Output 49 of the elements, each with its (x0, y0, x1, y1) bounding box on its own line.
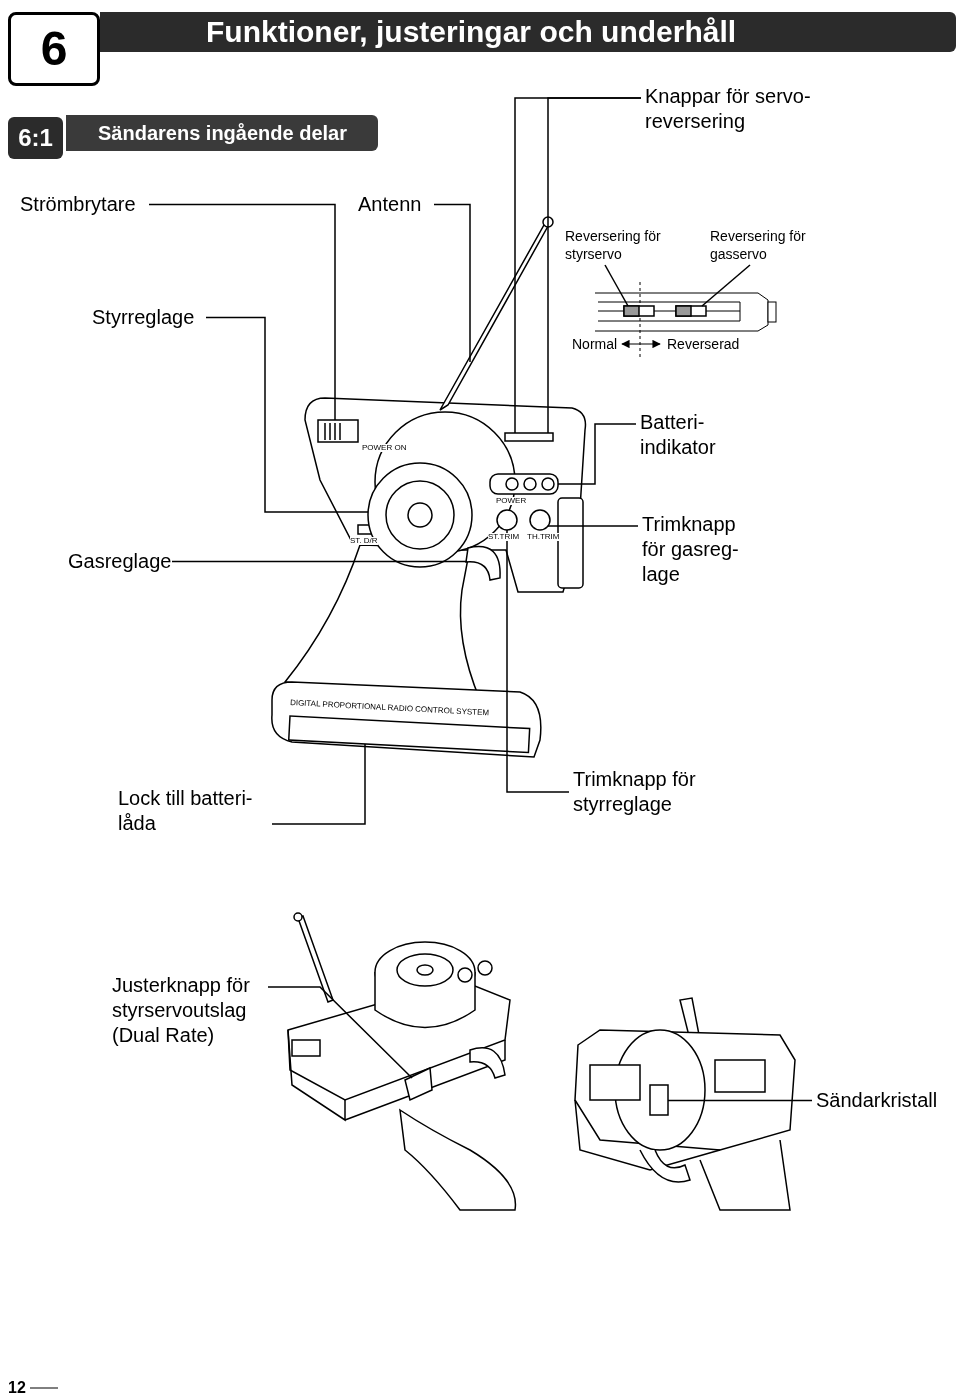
panel-marking: TH.TRIM (527, 533, 560, 541)
leader-line (433, 203, 471, 363)
leader-line (557, 423, 637, 485)
title-bar: Funktioner, justeringar och underhåll (100, 12, 956, 52)
callout-label: Reversering för gasservo (710, 228, 820, 263)
callout-label: Trimknapp för styrreglage (573, 767, 723, 817)
leader-line (547, 525, 639, 527)
trim-knob (496, 509, 518, 531)
section-number: 6:1 (8, 117, 63, 159)
leader-line (148, 203, 336, 421)
leader-line (171, 560, 468, 563)
slide-switch (623, 305, 655, 317)
dial-wheel (404, 1066, 433, 1102)
callout-label: Knappar för servo- reversering (645, 84, 830, 134)
power-switch (317, 419, 359, 443)
panel-marking: POWER ON (362, 444, 407, 452)
callout-label: Antenn (358, 192, 430, 217)
panel-marking: POWER (496, 497, 527, 505)
crystal-slot (649, 1084, 669, 1116)
leader-line (604, 264, 629, 307)
button-strip (504, 432, 554, 442)
leader-line (506, 529, 570, 793)
leader-line (547, 97, 642, 434)
leader-line (701, 264, 751, 307)
callout-label: Batteri- indikator (640, 410, 740, 460)
trigger (465, 545, 501, 581)
trim-knob (529, 509, 551, 531)
callout-label: Lock till batteri- låda (118, 786, 268, 836)
position-label: Reverserad (667, 335, 740, 354)
panel-marking: DIGITAL PROPORTIONAL RADIO CONTROL SYSTEM (289, 699, 490, 718)
leader-line (667, 1099, 813, 1102)
callout-label: Justerknapp för styrservoutslag (Dual Rate) (112, 973, 264, 1048)
section-heading: Sändarens ingående delar (66, 115, 378, 151)
leader-line (267, 986, 413, 1079)
indicator-lights (489, 473, 559, 495)
callout-label: Sändarkristall (816, 1088, 951, 1113)
slide-switch (675, 305, 707, 317)
page-number: 12 (8, 1378, 26, 1396)
leader-line (205, 316, 369, 513)
callout-label: Trimknapp för gasreg- lage (642, 512, 754, 587)
callout-label: Styrreglage (92, 305, 202, 330)
panel-marking: ST. D/R (350, 537, 378, 545)
panel-marking: ST.TRIM (488, 533, 520, 541)
chapter-number: 6 (8, 12, 100, 86)
callout-label: Reversering för styrservo (565, 228, 675, 263)
position-label: Normal (572, 335, 618, 354)
callout-label: Strömbrytare (20, 192, 145, 217)
leader-line (271, 743, 366, 825)
antenna (439, 216, 554, 411)
